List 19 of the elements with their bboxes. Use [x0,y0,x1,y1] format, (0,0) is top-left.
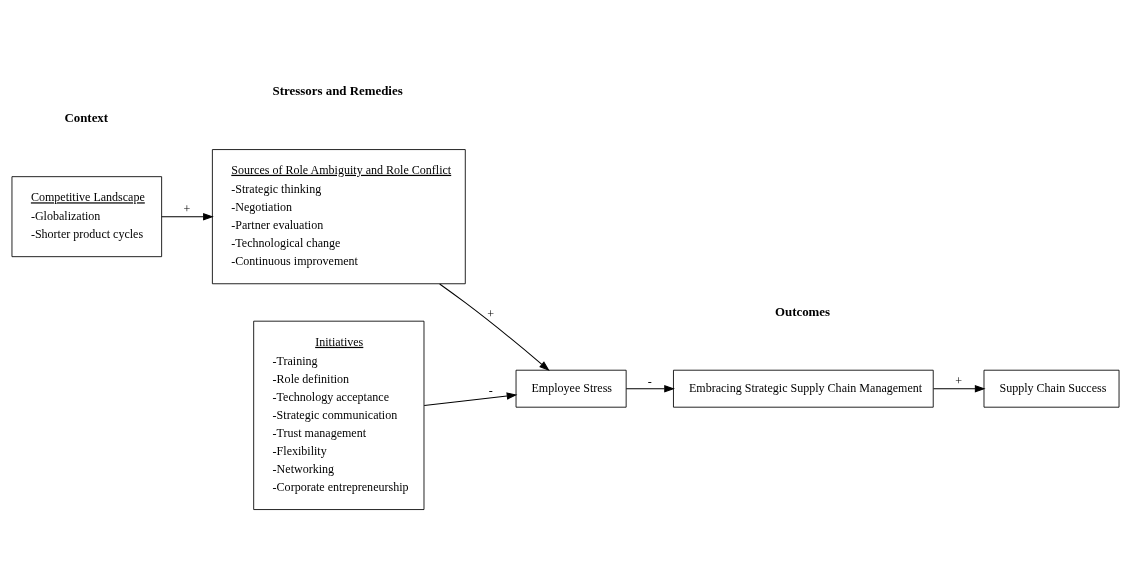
arrow [161,212,214,220]
node-box: Initiatives -Training -Role definition -Technology acceptance -Strategic communication -Trust management -Flexibility -Networking -Corporate entrepreneurship [253,320,425,510]
edge-label: + [487,306,495,321]
node-box: Embracing Strategic Supply Chain Management [673,369,934,408]
edge-label: - [647,373,652,388]
label: Outcomes [774,304,831,319]
node-box: Employee Stress [515,369,627,408]
label: Context [64,110,109,125]
node-box: Competitive Landscape -Globalization -Shorter product cycles [11,175,163,257]
label: Stressors and Remedies [272,83,403,98]
arrow [423,391,518,406]
edge-label: + [955,373,963,388]
arrow [933,384,986,392]
edge-label: - [488,382,493,397]
arrow [439,282,550,371]
edge-label: + [183,201,191,216]
node-box: Sources of Role Ambiguity and Role Conflict -Strategic thinking -Negotiation -Partner evaluation -Technological change -Continuous improvement [211,148,466,284]
arrow [625,384,675,392]
node-box: Supply Chain Success [983,369,1120,408]
